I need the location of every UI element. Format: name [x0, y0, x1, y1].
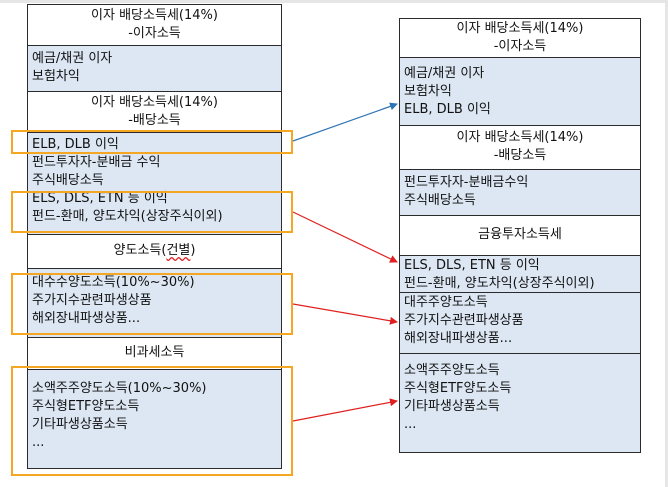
left-nontax-items: 소액주주양도소득(10%~30%) 주식형ETF양도소득 기타파생상품소득 ..…: [27, 369, 282, 469]
header-line: 이자 배당소득세(14%): [91, 95, 218, 110]
highlight-elb-dlb: [11, 130, 293, 154]
left-dividend-items: ELB, DLB 이익 펀드투자자-분배금 수익 주식배당소득 ELS, DLS…: [27, 132, 282, 235]
header-line: -이자소득: [493, 39, 547, 54]
list-item: ELB, DLB 이익: [404, 102, 491, 117]
highlight-els-dls: [11, 191, 293, 233]
left-transfer-items: 대수수양도소득(10%~30%) 주가지수관련파생상품 해외장내파생상품...: [27, 268, 282, 338]
list-item: 주식형ETF양도소득: [32, 399, 140, 414]
list-item: 주식형ETF양도소득: [404, 381, 512, 396]
list-item: 대수수양도소득(10%~30%): [32, 275, 195, 290]
arrow-nontax-to-minor: [292, 398, 398, 422]
list-item: 펀드-환매, 양도차익(상장주식이외): [404, 276, 595, 291]
header-line: 이자 배당소득세(14%): [91, 8, 218, 23]
header-line: -배당소득: [128, 113, 181, 128]
header-line: 비과세소득: [124, 345, 185, 360]
right-dividend-tax-header: 이자 배당소득세(14%) -배당소득: [399, 125, 641, 170]
header-line: -이자소득: [128, 26, 181, 41]
header-line: 금융투자소득세: [478, 227, 562, 242]
list-item: 해외장내파생상품...: [404, 331, 513, 346]
list-item: 기타파생상품소득: [32, 417, 128, 432]
list-item: ELS, DLS, ETN 등 이익: [32, 191, 168, 206]
header-line: 이자 배당소득세(14%): [456, 130, 584, 145]
highlight-nontax: [11, 366, 293, 476]
list-item: 주식배당소득: [404, 193, 476, 208]
list-item: ...: [404, 417, 417, 432]
left-interest-items: 예금/채권 이자 보험차익: [27, 45, 282, 92]
right-major-items: 대주주양도소득 주가지수관련파생상품 해외장내파생상품...: [399, 292, 641, 354]
list-item: ELB, DLB 이익: [32, 137, 119, 152]
left-transfer-header: 양도소득(건별): [27, 234, 282, 269]
header-line: 양도소득(건별): [113, 243, 196, 258]
right-minor-items: 소액주주양도소득 주식형ETF양도소득 기타파생상품소득 ...: [399, 353, 641, 453]
arrow-transfer-to-major: [292, 303, 398, 325]
header-line: -배당소득: [493, 148, 547, 163]
list-item: 펀드-환매, 양도차익(상장주식이외): [32, 209, 223, 224]
spell-underline-word: 건별: [166, 243, 191, 258]
list-item: 보험차익: [404, 84, 452, 99]
list-item: 보험차익: [32, 69, 80, 84]
right-edge: [665, 0, 668, 487]
left-dividend-tax-header: 이자 배당소득세(14%) -배당소득: [27, 91, 282, 133]
list-item: 소액주주양도소득: [404, 363, 500, 378]
list-item: 대주주양도소득: [404, 295, 488, 310]
arrow-elb-to-interest: [292, 102, 398, 142]
arrow-els-to-finance: [292, 211, 398, 263]
list-item: 소액주주양도소득(10%~30%): [32, 381, 207, 396]
list-item: 예금/채권 이자: [404, 66, 485, 81]
list-item: 펀드투자자-분배금수익: [404, 175, 529, 190]
list-item: 기타파생상품소득: [404, 399, 500, 414]
right-interest-tax-header: 이자 배당소득세(14%) -이자소득: [399, 18, 641, 58]
right-finance-items: ELS, DLS, ETN 등 이익 펀드-환매, 양도차익(상장주식이외): [399, 255, 641, 293]
list-item: 주가지수관련파생상품: [404, 313, 524, 328]
header-line: 이자 배당소득세(14%): [456, 21, 584, 36]
highlight-transfer: [11, 273, 293, 335]
list-item: 해외장내파생상품...: [32, 311, 141, 326]
list-item: ELS, DLS, ETN 등 이익: [404, 258, 540, 273]
list-item: ...: [32, 435, 45, 450]
list-item: 예금/채권 이자: [32, 51, 113, 66]
list-item: 주식배당소득: [32, 173, 104, 188]
top-frame: [0, 0, 668, 3]
list-item: 주가지수관련파생상품: [32, 293, 152, 308]
list-item: 펀드투자자-분배금 수익: [32, 155, 161, 170]
